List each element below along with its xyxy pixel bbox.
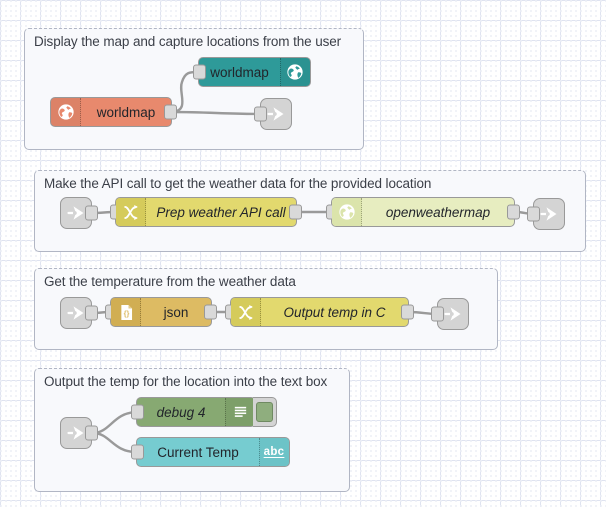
link-out-icon xyxy=(443,304,463,324)
node-label: Prep weather API call xyxy=(156,204,286,220)
node-output-temp-in-c[interactable]: Output temp in C xyxy=(225,297,414,327)
node-link-out-2[interactable] xyxy=(527,198,565,230)
node-openweathermap[interactable]: openweathermap xyxy=(326,197,520,227)
node-input-port[interactable] xyxy=(527,206,540,222)
group-title: Display the map and capture locations fr… xyxy=(34,34,342,49)
node-link-out-1[interactable] xyxy=(254,98,292,130)
node-worldmap-input[interactable]: worldmap xyxy=(50,97,177,127)
node-label: debug 4 xyxy=(156,404,206,420)
braces-document-icon: {} xyxy=(111,298,141,326)
node-output-port[interactable] xyxy=(204,304,217,320)
globe-icon xyxy=(332,198,362,226)
abc-glyph: abc xyxy=(263,446,285,458)
link-in-icon xyxy=(66,423,86,443)
abc-text-icon: abc xyxy=(259,438,289,466)
node-link-in-2[interactable] xyxy=(60,197,98,229)
node-json[interactable]: {} json xyxy=(105,297,217,327)
node-output-port[interactable] xyxy=(85,305,98,321)
node-label: openweathermap xyxy=(385,204,491,220)
node-input-port[interactable] xyxy=(131,404,144,420)
node-label: json xyxy=(163,304,189,320)
group-title: Output the temp for the location into th… xyxy=(44,374,328,389)
node-link-in-3[interactable] xyxy=(60,297,98,329)
node-input-port[interactable] xyxy=(193,64,206,80)
link-in-icon xyxy=(66,303,86,323)
node-input-port[interactable] xyxy=(254,106,267,122)
node-label: Output temp in C xyxy=(283,304,386,320)
node-output-port[interactable] xyxy=(85,425,98,441)
node-label: worldmap xyxy=(96,104,156,120)
node-output-port[interactable] xyxy=(85,205,98,221)
link-in-icon xyxy=(66,203,86,223)
node-input-port[interactable] xyxy=(131,444,144,460)
node-output-port[interactable] xyxy=(164,104,177,120)
group-title: Make the API call to get the weather dat… xyxy=(44,176,432,191)
debug-lines-icon xyxy=(225,398,255,426)
group-title: Get the temperature from the weather dat… xyxy=(44,274,296,289)
node-link-out-3[interactable] xyxy=(431,298,469,330)
node-label: worldmap xyxy=(210,64,269,80)
group-display-map[interactable]: Display the map and capture locations fr… xyxy=(24,28,364,150)
function-icon xyxy=(116,198,146,226)
node-current-temp[interactable]: Current Temp abc xyxy=(131,437,290,467)
globe-icon xyxy=(51,98,81,126)
svg-text:{}: {} xyxy=(123,309,129,318)
node-output-port[interactable] xyxy=(289,204,302,220)
link-out-icon xyxy=(539,204,559,224)
node-input-port[interactable] xyxy=(431,306,444,322)
node-worldmap-output[interactable]: worldmap xyxy=(193,57,311,87)
node-prep-weather-api-call[interactable]: Prep weather API call xyxy=(110,197,302,227)
node-link-in-4[interactable] xyxy=(60,417,98,449)
function-icon xyxy=(231,298,261,326)
debug-toggle-button[interactable] xyxy=(253,397,277,427)
link-out-icon xyxy=(266,104,286,124)
globe-icon xyxy=(280,58,310,86)
node-debug-4[interactable]: debug 4 xyxy=(131,397,277,427)
node-output-port[interactable] xyxy=(401,304,414,320)
debug-toggle-indicator xyxy=(256,402,273,422)
node-output-port[interactable] xyxy=(507,204,520,220)
node-label: Current Temp xyxy=(157,444,239,460)
